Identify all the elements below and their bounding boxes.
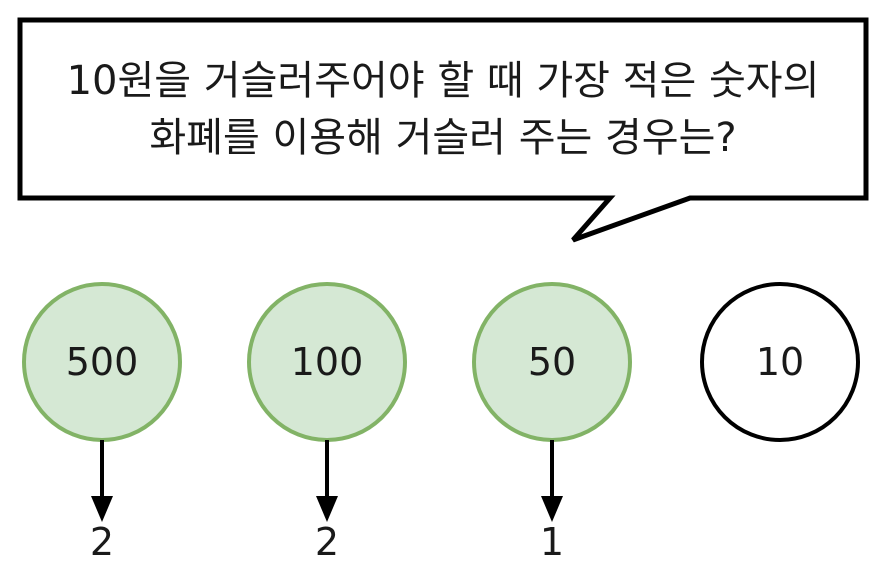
coin-label-100: 100 — [290, 340, 364, 384]
coin-label-500: 500 — [65, 340, 139, 384]
speech-bubble — [17, 17, 869, 243]
arrowhead-100 — [316, 496, 338, 522]
arrowhead-500 — [91, 496, 113, 522]
question-line-1: 10원을 거슬러주어야 할 때 가장 적은 숫자의 — [66, 58, 820, 104]
coin-label-10: 10 — [755, 340, 805, 384]
question-line-2: 화폐를 이용해 거슬러 주는 경우는? — [149, 115, 737, 161]
count-label-500: 2 — [89, 520, 115, 564]
arrowhead-50 — [541, 496, 563, 522]
coins-layer — [22, 282, 860, 522]
coin-label-50: 50 — [527, 340, 577, 384]
count-label-50: 1 — [539, 520, 565, 564]
coin-circle-10 — [700, 282, 860, 442]
count-label-100: 2 — [314, 520, 340, 564]
